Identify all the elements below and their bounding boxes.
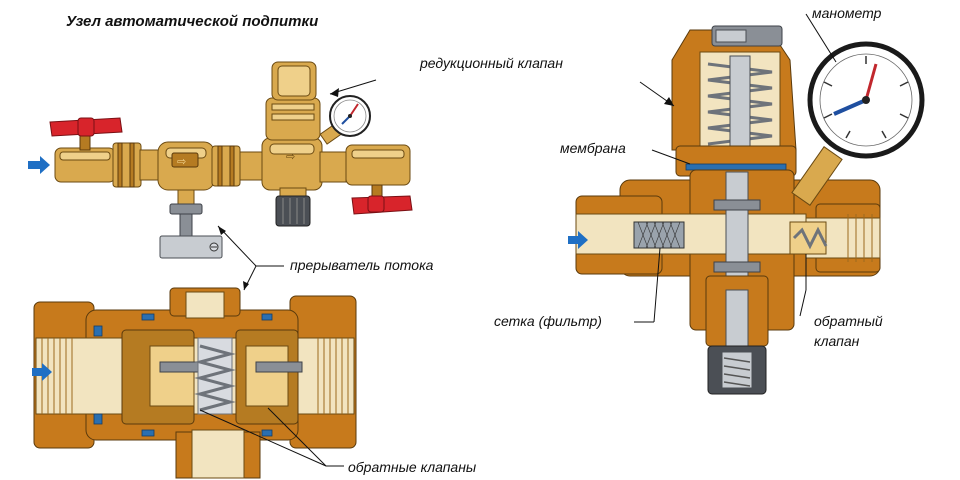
spring-icon xyxy=(194,337,236,415)
reduction-valve-cutaway xyxy=(568,25,925,395)
svg-text:⇨: ⇨ xyxy=(286,150,295,163)
label-check-valve-1: обратный xyxy=(814,313,883,329)
flow-arrow-icon xyxy=(28,156,50,174)
flow-arrow-icon xyxy=(568,231,588,249)
label-check-valves: обратные клапаны xyxy=(348,459,477,475)
flow-breaker-cutaway xyxy=(32,287,357,479)
handle-icon xyxy=(351,195,413,215)
flow-arrow-icon xyxy=(32,363,52,381)
label-membrane: мембрана xyxy=(560,140,626,156)
diagram-title: Узел автоматической подпитки xyxy=(66,13,318,30)
label-reduction-valve: редукционный клапан xyxy=(419,55,563,71)
label-manometer: манометр xyxy=(812,5,882,21)
handle-icon xyxy=(49,117,123,137)
label-flow-breaker: прерыватель потока xyxy=(290,257,434,273)
gauge-icon xyxy=(329,95,371,137)
assembly-exterior: ⇨ ⇨ xyxy=(28,61,413,259)
label-mesh-filter: сетка (фильтр) xyxy=(494,313,602,329)
svg-text:⇨: ⇨ xyxy=(177,155,186,168)
label-check-valve-2: клапан xyxy=(814,333,860,349)
gauge-icon xyxy=(807,41,925,159)
